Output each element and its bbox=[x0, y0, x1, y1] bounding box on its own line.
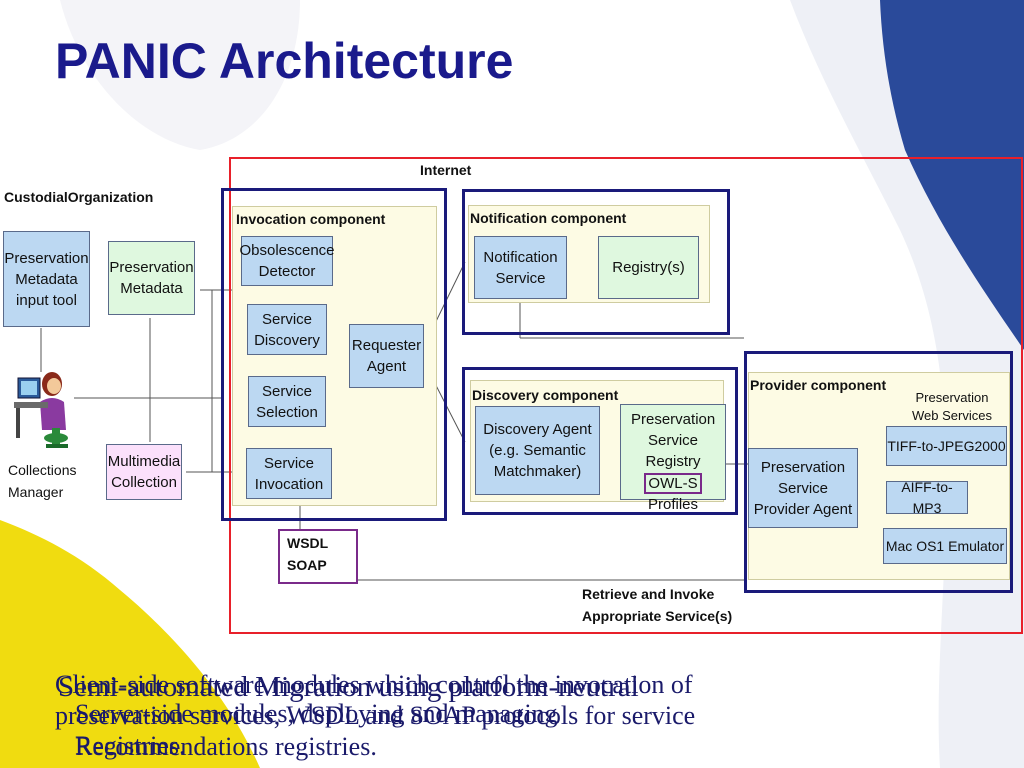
aiff-to-mp3[interactable]: AIFF-to-MP3 bbox=[886, 479, 968, 516]
tiff-to-jpeg2000[interactable]: TIFF-to-JPEG2000 bbox=[886, 426, 1007, 466]
registry-box[interactable]: Registry(s) bbox=[598, 236, 699, 299]
multimedia-collection[interactable]: Multimedia Collection bbox=[106, 444, 182, 500]
caption-line-1: Client-side software modules which contr… bbox=[55, 670, 693, 699]
service-discovery[interactable]: Service Discovery bbox=[247, 304, 327, 355]
retrieve-label: Retrieve and Invoke Appropriate Service(… bbox=[582, 586, 733, 624]
owl-s-label: OWL-S bbox=[644, 473, 702, 494]
notification-title: Notification component bbox=[470, 210, 627, 226]
web-services-label: Preservation Web Services bbox=[912, 390, 992, 423]
person-at-computer-icon bbox=[14, 372, 68, 448]
service-invocation[interactable]: Service Invocation bbox=[246, 448, 332, 499]
caption-line-2: Semi-automated Migration using platform-… bbox=[58, 671, 639, 703]
soap-label: SOAP bbox=[287, 557, 327, 573]
discovery-agent[interactable]: Discovery Agent (e.g. Semantic Matchmake… bbox=[475, 406, 600, 495]
caption-line-3: preservation services, WSDL and SOAP pro… bbox=[55, 701, 696, 730]
service-selection[interactable]: Service Selection bbox=[248, 376, 326, 427]
internet-label: Internet bbox=[420, 162, 472, 178]
page-title: PANIC Architecture bbox=[55, 33, 514, 89]
wsdl-label: WSDL bbox=[287, 535, 329, 551]
registry-name: Preservation Service Registry bbox=[631, 411, 716, 470]
caption-line-6: Recommendations registries. bbox=[75, 732, 377, 761]
preservation-service-registry[interactable]: Preservation Service Registry OWL-S Prof… bbox=[620, 404, 726, 513]
metadata-input-tool[interactable]: Preservation Metadata input tool bbox=[3, 231, 90, 327]
wsdl-frame bbox=[278, 529, 358, 584]
mac-os1-emulator[interactable]: Mac OS1 Emulator bbox=[883, 528, 1007, 564]
collections-manager-label: Collections Manager bbox=[8, 462, 77, 500]
notification-service[interactable]: Notification Service bbox=[474, 236, 567, 299]
invocation-frame bbox=[221, 188, 447, 521]
provider-frame bbox=[744, 351, 1013, 593]
discovery-title: Discovery component bbox=[472, 387, 619, 403]
requester-agent[interactable]: Requester Agent bbox=[349, 324, 424, 388]
provider-title: Provider component bbox=[750, 377, 887, 393]
provider-agent[interactable]: Preservation Service Provider Agent bbox=[748, 448, 858, 528]
profiles-label: Profiles bbox=[647, 496, 699, 513]
invocation-title: Invocation component bbox=[236, 211, 386, 227]
notification-frame bbox=[462, 189, 730, 335]
custodial-label: CustodialOrganization bbox=[4, 189, 154, 205]
preservation-metadata[interactable]: Preservation Metadata bbox=[108, 241, 195, 315]
internet-frame bbox=[229, 157, 1023, 634]
caption-line-4: Server-side modules, deploying and manag… bbox=[75, 699, 558, 728]
obsolescence-detector[interactable]: Obsolescence Detector bbox=[239, 236, 335, 286]
discovery-frame bbox=[462, 367, 738, 515]
owl-s-profiles-row: OWL-S Profiles bbox=[621, 473, 725, 515]
caption-line-5: Registries. bbox=[75, 731, 186, 760]
